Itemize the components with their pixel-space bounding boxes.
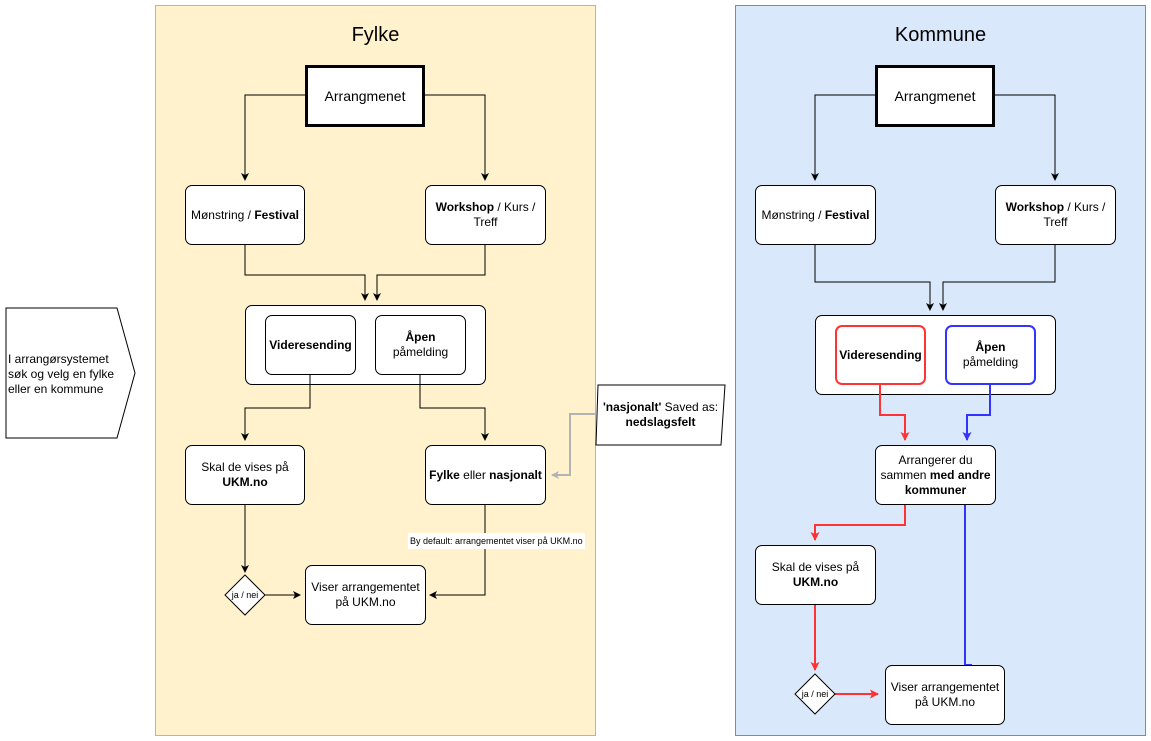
start-line-2: søk og velg en fylke — [8, 367, 115, 381]
kommune-viser-text: Viser arrangementet — [890, 680, 1000, 694]
note-saved-text: Saved as: — [661, 400, 719, 414]
kommune-sammen-text: sammen — [880, 467, 930, 482]
fylke-ukm-text: UKM.no — [222, 475, 268, 489]
kommune-arrangement-node[interactable]: Arrangmenet — [875, 65, 995, 127]
note-nedslagsfelt-text: nedslagsfelt — [625, 415, 696, 429]
kommune-arrangement-label: Arrangmenet — [894, 87, 976, 104]
start-line-1: I arrangørsystemet — [8, 352, 109, 366]
start-line-3: eller en kommune — [8, 382, 104, 396]
fylke-workshop-text: Workshop — [435, 200, 495, 214]
fylke-paukm-text: på UKM.no — [335, 595, 396, 609]
kommune-treff-text: Treff — [1043, 215, 1068, 229]
kommune-arrangerer-text: Arrangerer du — [898, 452, 973, 467]
fylke-nasjonalt-node[interactable]: Fylke eller nasjonalt — [425, 445, 546, 505]
fylke-fylke-text: Fylke — [429, 467, 460, 482]
kommune-diamond-label: ja / nei — [801, 689, 829, 699]
fylke-pamelding-text: påmelding — [392, 345, 449, 359]
fylke-lane-title: Fylke — [351, 24, 400, 46]
kommune-kommuner-text: kommuner — [904, 482, 967, 497]
kommune-pamelding-text: påmelding — [962, 355, 1019, 369]
nasjonalt-note: 'nasjonalt' Saved as:nedslagsfelt — [598, 400, 723, 430]
fylke-festival-text: Festival — [254, 207, 300, 222]
fylke-nasjonalt-text: nasjonalt — [489, 467, 542, 482]
fylke-treff-text: Treff — [473, 215, 498, 229]
kommune-videresending-label: Videresending — [839, 347, 922, 362]
kommune-apen-text: Åpen — [975, 340, 1006, 354]
note-nasjonalt-text: 'nasjonalt' — [602, 400, 662, 414]
kommune-monstring-node[interactable]: Mønstring / Festival — [755, 185, 876, 245]
fylke-monstring-text: Mønstring / — [190, 207, 255, 222]
fylke-workshop-node[interactable]: Workshop / Kurs /Treff — [425, 185, 546, 245]
kommune-kurs-text: / Kurs / — [1064, 200, 1106, 214]
kommune-workshop-text: Workshop — [1005, 200, 1065, 214]
fylke-kurs-text: / Kurs / — [494, 200, 536, 214]
fylke-diamond-label: ja / nei — [231, 590, 259, 600]
kommune-paukm-text: på UKM.no — [914, 695, 975, 709]
kommune-skal-text: Skal de vises på — [771, 560, 860, 574]
fylke-viser-text: Viser arrangementet — [311, 580, 420, 594]
kommune-ukm-text: UKM.no — [792, 575, 839, 589]
kommune-monstring-text: Mønstring / — [761, 207, 825, 222]
fylke-videresending-node[interactable]: Videresending — [265, 315, 356, 375]
fylke-skal-text: Skal de vises på — [201, 460, 289, 474]
kommune-workshop-node[interactable]: Workshop / Kurs /Treff — [995, 185, 1116, 245]
kommune-videresending-node[interactable]: Videresending — [835, 325, 926, 385]
start-label: I arrangørsystemet søk og velg en fylke … — [8, 352, 114, 397]
fylke-apen-text: Åpen — [405, 330, 436, 344]
kommune-med-andre-text: med andre — [929, 467, 991, 482]
fylke-arrangement-label: Arrangmenet — [324, 87, 406, 104]
kommune-festival-text: Festival — [824, 207, 870, 222]
fylke-eller-text: eller — [459, 467, 490, 482]
fylke-monstring-node[interactable]: Mønstring / Festival — [185, 185, 305, 245]
kommune-lane-title: Kommune — [894, 24, 987, 46]
fylke-default-label: By default: arrangementet viser på UKM.n… — [408, 533, 585, 549]
fylke-videresending-label: Videresending — [269, 337, 352, 352]
fylke-arrangement-node[interactable]: Arrangmenet — [305, 65, 425, 127]
